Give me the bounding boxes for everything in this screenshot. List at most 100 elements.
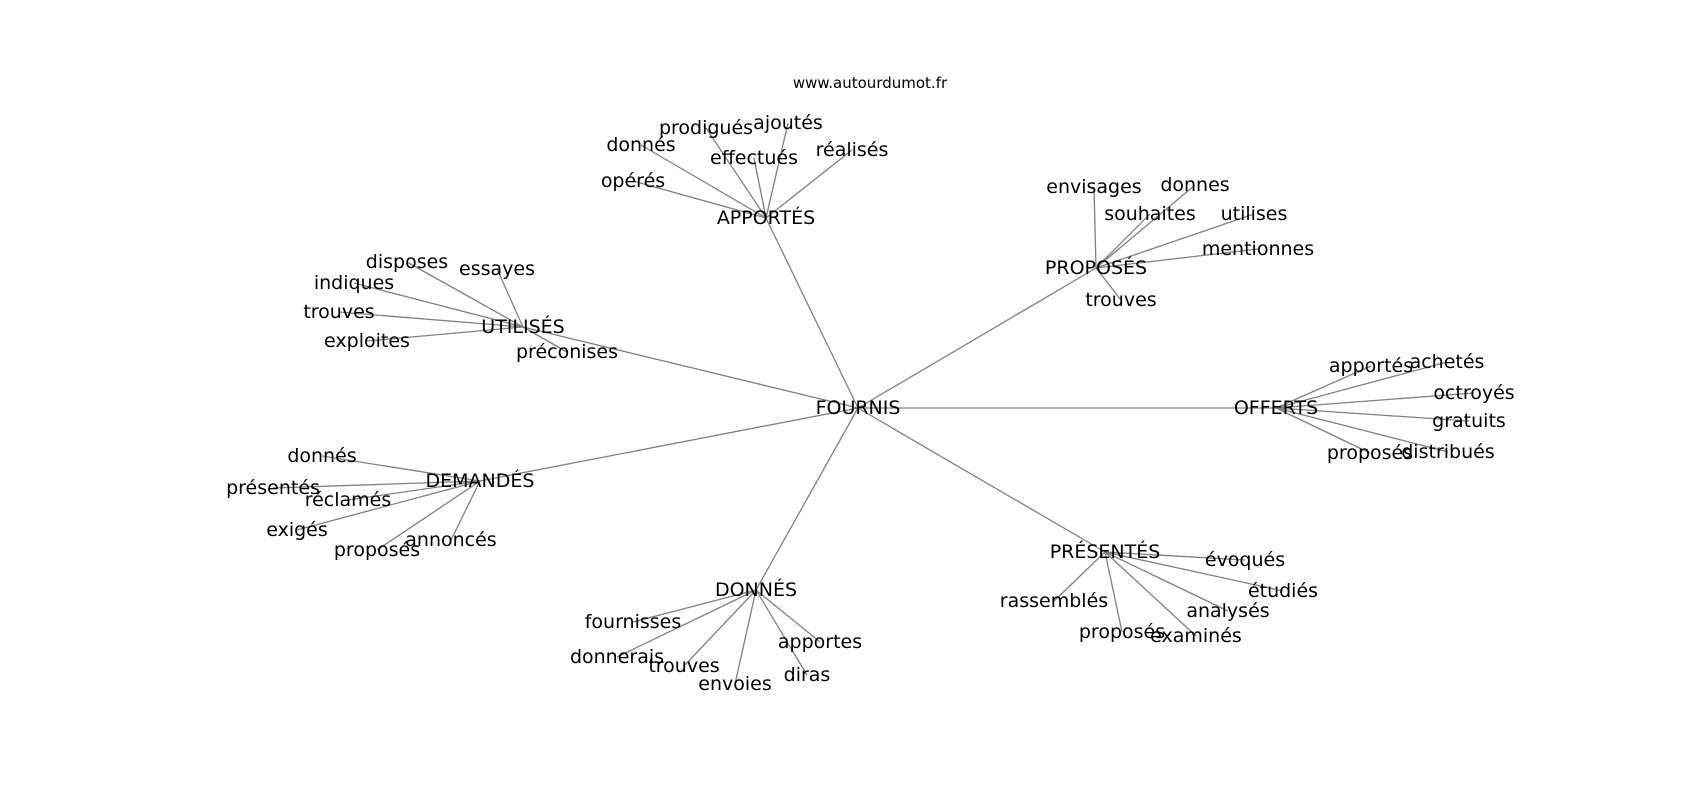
leaf-word-apportes-donnes: donnés	[606, 134, 675, 156]
leaf-word-demandes-exiges: exigés	[266, 519, 328, 541]
edge-proposes-souhaites	[1095, 213, 1151, 269]
edge-proposes-mentionnes	[1095, 248, 1259, 269]
hub-word-proposes: PROPOSÉS	[1045, 256, 1147, 279]
edge-center-apportes	[765, 217, 859, 409]
edge-utilises-preconises	[522, 326, 568, 353]
hub-word-demandes: DEMANDÉS	[426, 469, 535, 492]
leaf-word-apportes-effectues: effectués	[710, 147, 798, 169]
leaf-word-presentes-analyses: analysés	[1186, 600, 1269, 622]
leaf-word-utilises-indiques: indiques	[314, 272, 394, 294]
edge-demandes-presentes	[272, 480, 481, 489]
edge-demandes-donnes	[321, 455, 481, 482]
leaf-word-apportes-operes: opérés	[601, 170, 665, 192]
edge-offerts-apportes	[1275, 365, 1372, 409]
leaf-word-donnes-trouves: trouves	[648, 655, 719, 677]
edge-apportes-operes	[632, 180, 767, 219]
edges-layer	[272, 122, 1475, 685]
edge-donnes-fournisses	[632, 589, 757, 623]
hub-word-donnes: DONNÉS	[715, 578, 797, 601]
leaf-word-apportes-prodigues: prodigués	[659, 117, 753, 139]
leaf-word-presentes-proposes: proposés	[1079, 621, 1165, 643]
leaf-word-donnes-diras: diras	[784, 664, 831, 686]
leaf-word-donnes-donnerais: donnerais	[570, 646, 664, 668]
edge-donnes-donnerais	[616, 589, 757, 658]
edge-apportes-realises	[765, 149, 853, 219]
leaf-word-utilises-essayes: essayes	[459, 258, 535, 280]
leaf-word-proposes-donnes: donnes	[1160, 174, 1229, 196]
edge-presentes-rassembles	[1053, 551, 1106, 602]
hub-word-offerts: OFFERTS	[1234, 397, 1318, 419]
leaf-word-offerts-gratuits: gratuits	[1432, 410, 1506, 432]
leaf-word-donnes-fournisses: fournisses	[585, 611, 682, 633]
edge-utilises-exploites	[366, 326, 524, 342]
edge-donnes-envoies	[734, 589, 757, 685]
edge-presentes-etudies	[1104, 551, 1284, 592]
leaf-word-apportes-ajoutes: ajoutés	[753, 112, 823, 134]
edge-donnes-diras	[755, 589, 808, 676]
leaf-word-offerts-apportes: apportés	[1329, 355, 1413, 377]
edge-offerts-achetes	[1275, 361, 1448, 409]
leaf-word-presentes-examines: examinés	[1150, 625, 1242, 647]
leaf-word-demandes-annonces: annoncés	[405, 529, 496, 551]
leaf-word-proposes-mentionnes: mentionnes	[1202, 238, 1314, 260]
center-word: FOURNIS	[816, 397, 901, 419]
edge-utilises-essayes	[496, 268, 524, 328]
leaf-word-offerts-distribues: distribués	[1401, 441, 1494, 463]
leaf-word-donnes-apportes: apportes	[778, 631, 862, 653]
edge-center-presentes	[857, 407, 1106, 553]
edge-proposes-trouves	[1095, 267, 1122, 301]
leaf-word-utilises-disposes: disposes	[366, 251, 448, 273]
edge-offerts-octroyes	[1275, 392, 1475, 409]
edge-center-utilises	[522, 326, 859, 409]
edge-apportes-prodigues	[705, 127, 767, 219]
edge-utilises-disposes	[406, 261, 524, 328]
leaf-word-donnes-envoies: envoies	[698, 673, 771, 695]
leaf-word-offerts-achetes: achetés	[1410, 351, 1485, 373]
edge-donnes-trouves	[683, 589, 757, 667]
watermark-text: www.autourdumot.fr	[793, 74, 948, 92]
edge-utilises-trouves	[338, 311, 524, 328]
leaf-word-presentes-etudies: étudiés	[1248, 580, 1318, 602]
edge-demandes-reclames	[347, 480, 481, 501]
edge-offerts-gratuits	[1275, 407, 1470, 422]
hub-word-presentes: PRÉSENTÉS	[1050, 540, 1161, 563]
leaf-word-proposes-souhaites: souhaites	[1104, 203, 1196, 225]
leaf-word-utilises-preconises: préconises	[516, 341, 618, 363]
edge-offerts-proposes	[1275, 407, 1371, 454]
edge-presentes-proposes	[1104, 551, 1123, 633]
edge-apportes-donnes	[640, 144, 767, 219]
hub-word-apportes: APPORTÉS	[717, 206, 815, 229]
edge-proposes-envisages	[1093, 186, 1097, 269]
edge-demandes-proposes	[376, 480, 481, 551]
edge-donnes-apportes	[755, 589, 821, 643]
leaf-word-demandes-reclames: réclamés	[305, 489, 392, 511]
edge-demandes-annonces	[450, 480, 481, 541]
leaf-word-utilises-exploites: exploites	[324, 330, 410, 352]
leaf-word-apportes-realises: réalisés	[816, 139, 889, 161]
leaf-word-offerts-octroyes: octroyés	[1433, 382, 1514, 404]
edge-presentes-analyses	[1104, 551, 1229, 612]
edge-presentes-evoques	[1104, 551, 1246, 561]
leaf-word-demandes-proposes: proposés	[334, 539, 420, 561]
leaf-word-proposes-trouves: trouves	[1085, 289, 1156, 311]
leaf-word-proposes-utilises: utilises	[1221, 203, 1288, 225]
leaf-word-offerts-proposes: proposés	[1327, 442, 1413, 464]
edge-center-proposes	[857, 267, 1097, 409]
leaf-word-presentes-evoques: évoqués	[1205, 549, 1285, 571]
leaf-word-utilises-trouves: trouves	[303, 301, 374, 323]
leaf-word-proposes-envisages: envisages	[1046, 176, 1141, 198]
edge-proposes-utilises	[1095, 213, 1255, 269]
edge-proposes-donnes	[1095, 184, 1196, 269]
leaf-word-presentes-rassembles: rassemblés	[1000, 590, 1108, 612]
edge-apportes-effectues	[753, 157, 767, 219]
edge-presentes-examines	[1104, 551, 1197, 637]
edge-apportes-ajoutes	[765, 122, 789, 219]
edge-center-demandes	[479, 407, 859, 482]
edge-offerts-distribues	[1275, 407, 1449, 453]
edge-demandes-exiges	[296, 480, 481, 531]
edge-center-donnes	[755, 407, 859, 591]
leaf-word-demandes-presentes: présentés	[226, 477, 320, 499]
edge-utilises-indiques	[353, 282, 524, 328]
